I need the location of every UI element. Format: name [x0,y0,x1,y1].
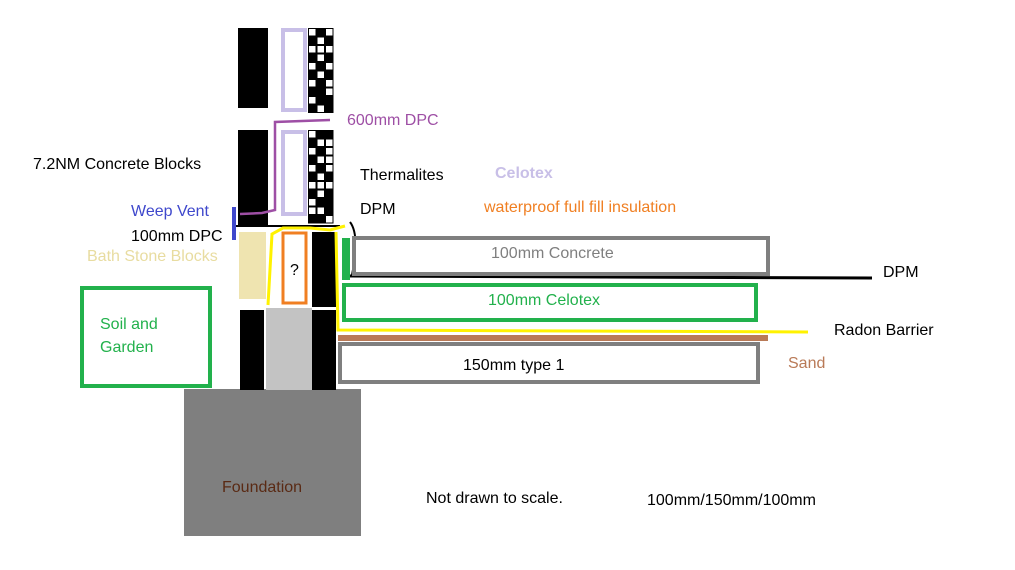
label-bath-stone-blocks: Bath Stone Blocks [87,248,218,265]
type1-hardcore [338,342,760,384]
concrete-slab [352,236,770,276]
sand-layer [338,335,768,341]
label-foundation: Foundation [222,479,303,496]
bath-stone-block [239,232,266,299]
label-concrete-100: 100mm Concrete [491,245,614,262]
celotex-cavity-board-lower [281,130,307,216]
outer-block-lower [240,310,264,390]
cavity-fill [266,308,312,390]
inner-block-upper-lower [312,232,336,307]
celotex-floor-board [342,283,758,322]
radon-barrier-cavity-path [266,224,346,306]
label-concrete-blocks: 7.2NM Concrete Blocks [33,156,202,173]
radon-barrier-inner-path [334,231,809,334]
label-celotex-top: Celotex [495,165,553,182]
label-dpm-top: DPM [360,201,396,218]
label-waterproof-insulation: waterproof full fill insulation [484,199,677,216]
outer-block-upper [238,28,268,108]
label-type1-150: 150mm type 1 [463,357,565,374]
label-question-mark: ? [290,262,299,279]
label-celotex-100: 100mm Celotex [488,292,601,309]
label-not-to-scale: Not drawn to scale. [426,490,563,507]
soil-and-garden-box [80,286,212,388]
perimeter-insulation-strip [342,238,350,280]
celotex-cavity-board-upper [281,28,307,112]
thermalite-blocks-upper [308,28,334,113]
label-dimensions: 100mm/150mm/100mm [647,492,816,509]
label-soil-garden-1: Soil and [100,316,158,333]
label-thermalites: Thermalites [360,167,444,184]
label-weep-vent: Weep Vent [131,203,209,220]
label-dpm-right: DPM [883,264,919,281]
dpm-line [349,274,873,280]
label-dpc-100: 100mm DPC [131,228,223,245]
label-dpc-600: 600mm DPC [347,112,439,129]
outer-block-middle [238,130,268,225]
foundation-block [184,389,361,536]
unknown-insulation-box [281,231,308,305]
dpc-600-line [239,118,331,216]
inner-block-lower [312,310,336,390]
thermalite-blocks-lower [308,130,334,224]
label-radon-barrier: Radon Barrier [834,322,934,339]
label-sand: Sand [788,355,826,372]
label-soil-garden-2: Garden [100,339,154,356]
